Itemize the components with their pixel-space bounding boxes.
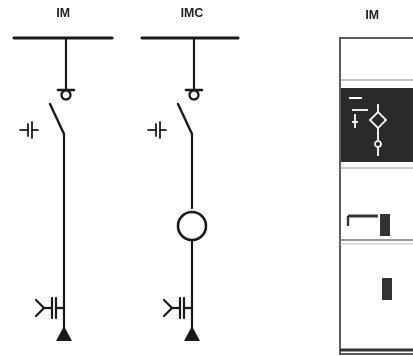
im-capacitor-divider-icon [34, 296, 66, 320]
mimic-switch-icon [352, 104, 388, 156]
panel-label-im: IM [56, 5, 71, 20]
imc-earth-switch-icon [147, 121, 167, 139]
panel-label-imc: IMC [180, 5, 204, 20]
imc-cable-end-icon [184, 326, 200, 341]
imc-capacitor-divider-icon [162, 296, 194, 320]
imc-current-transformer-icon [176, 210, 208, 242]
imc-switch-blade [176, 102, 194, 136]
im-feeder [12, 36, 114, 342]
imc-feeder [140, 36, 240, 342]
cubicle-outline [339, 37, 413, 355]
cubicle-label-im: IM [365, 7, 380, 22]
im-switch-blade [48, 102, 66, 136]
imc-disconnector-contact [184, 88, 204, 101]
cubicle-indicator-icon [382, 278, 392, 300]
im-cable-end-icon [56, 326, 72, 341]
im-cubicle [339, 37, 413, 355]
cubicle-handle-icon [346, 214, 390, 236]
im-earth-switch-icon [19, 121, 39, 139]
im-disconnector-contact [56, 88, 76, 101]
